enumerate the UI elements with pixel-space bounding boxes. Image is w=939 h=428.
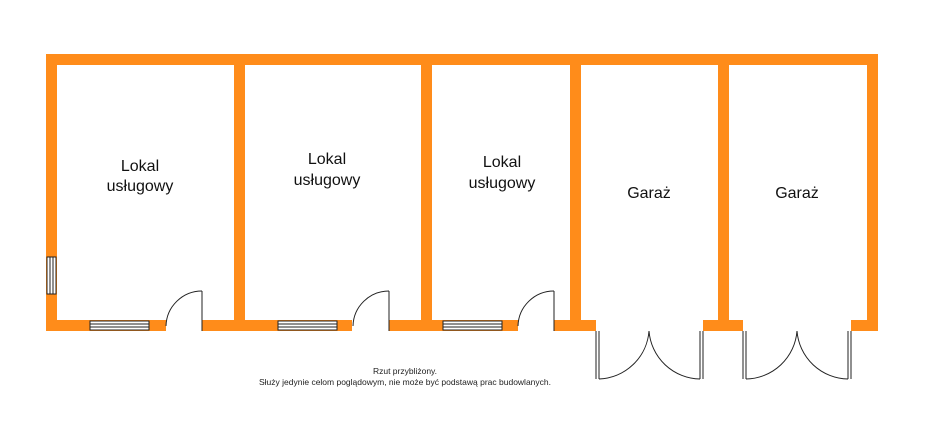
door-2	[352, 290, 390, 331]
wall-bottom-4	[554, 320, 596, 331]
wall-bottom-5	[703, 320, 743, 331]
room-4-label: Garaż	[627, 185, 671, 202]
wall-right	[867, 54, 878, 331]
wall-left	[46, 54, 57, 331]
window-left	[46, 256, 57, 295]
windows	[46, 256, 503, 331]
wall-partition-1	[234, 54, 245, 331]
wall-bottom-6	[851, 320, 878, 331]
note-line1: Rzut przybliżony.	[373, 366, 437, 376]
door-3	[517, 290, 555, 331]
room-5-label: Garaż	[775, 185, 819, 202]
window-3	[442, 320, 503, 331]
wall-partition-3	[570, 54, 581, 331]
garage-door-2	[742, 330, 852, 380]
garage-door-1	[595, 330, 704, 380]
room-3-label-line2: usługowy	[469, 175, 536, 192]
wall-bottom-2	[202, 320, 352, 331]
wall-top	[46, 54, 878, 65]
room-2-label-line2: usługowy	[294, 172, 361, 189]
window-1	[89, 320, 150, 331]
window-2	[277, 320, 338, 331]
door-1	[165, 290, 203, 331]
room-labels: Lokal usługowy Lokal usługowy Lokal usłu…	[107, 151, 819, 202]
room-1-label-line2: usługowy	[107, 178, 174, 195]
room-3-label-line1: Lokal	[483, 154, 521, 171]
wall-partition-4	[718, 54, 729, 331]
wall-partition-2	[421, 54, 432, 331]
room-2-label-line1: Lokal	[308, 151, 346, 168]
note-line2: Służy jedynie celom poglądowym, nie może…	[259, 377, 551, 387]
disclaimer-note: Rzut przybliżony. Służy jedynie celom po…	[259, 366, 551, 387]
doors	[165, 290, 852, 380]
room-1-label-line1: Lokal	[121, 158, 159, 175]
